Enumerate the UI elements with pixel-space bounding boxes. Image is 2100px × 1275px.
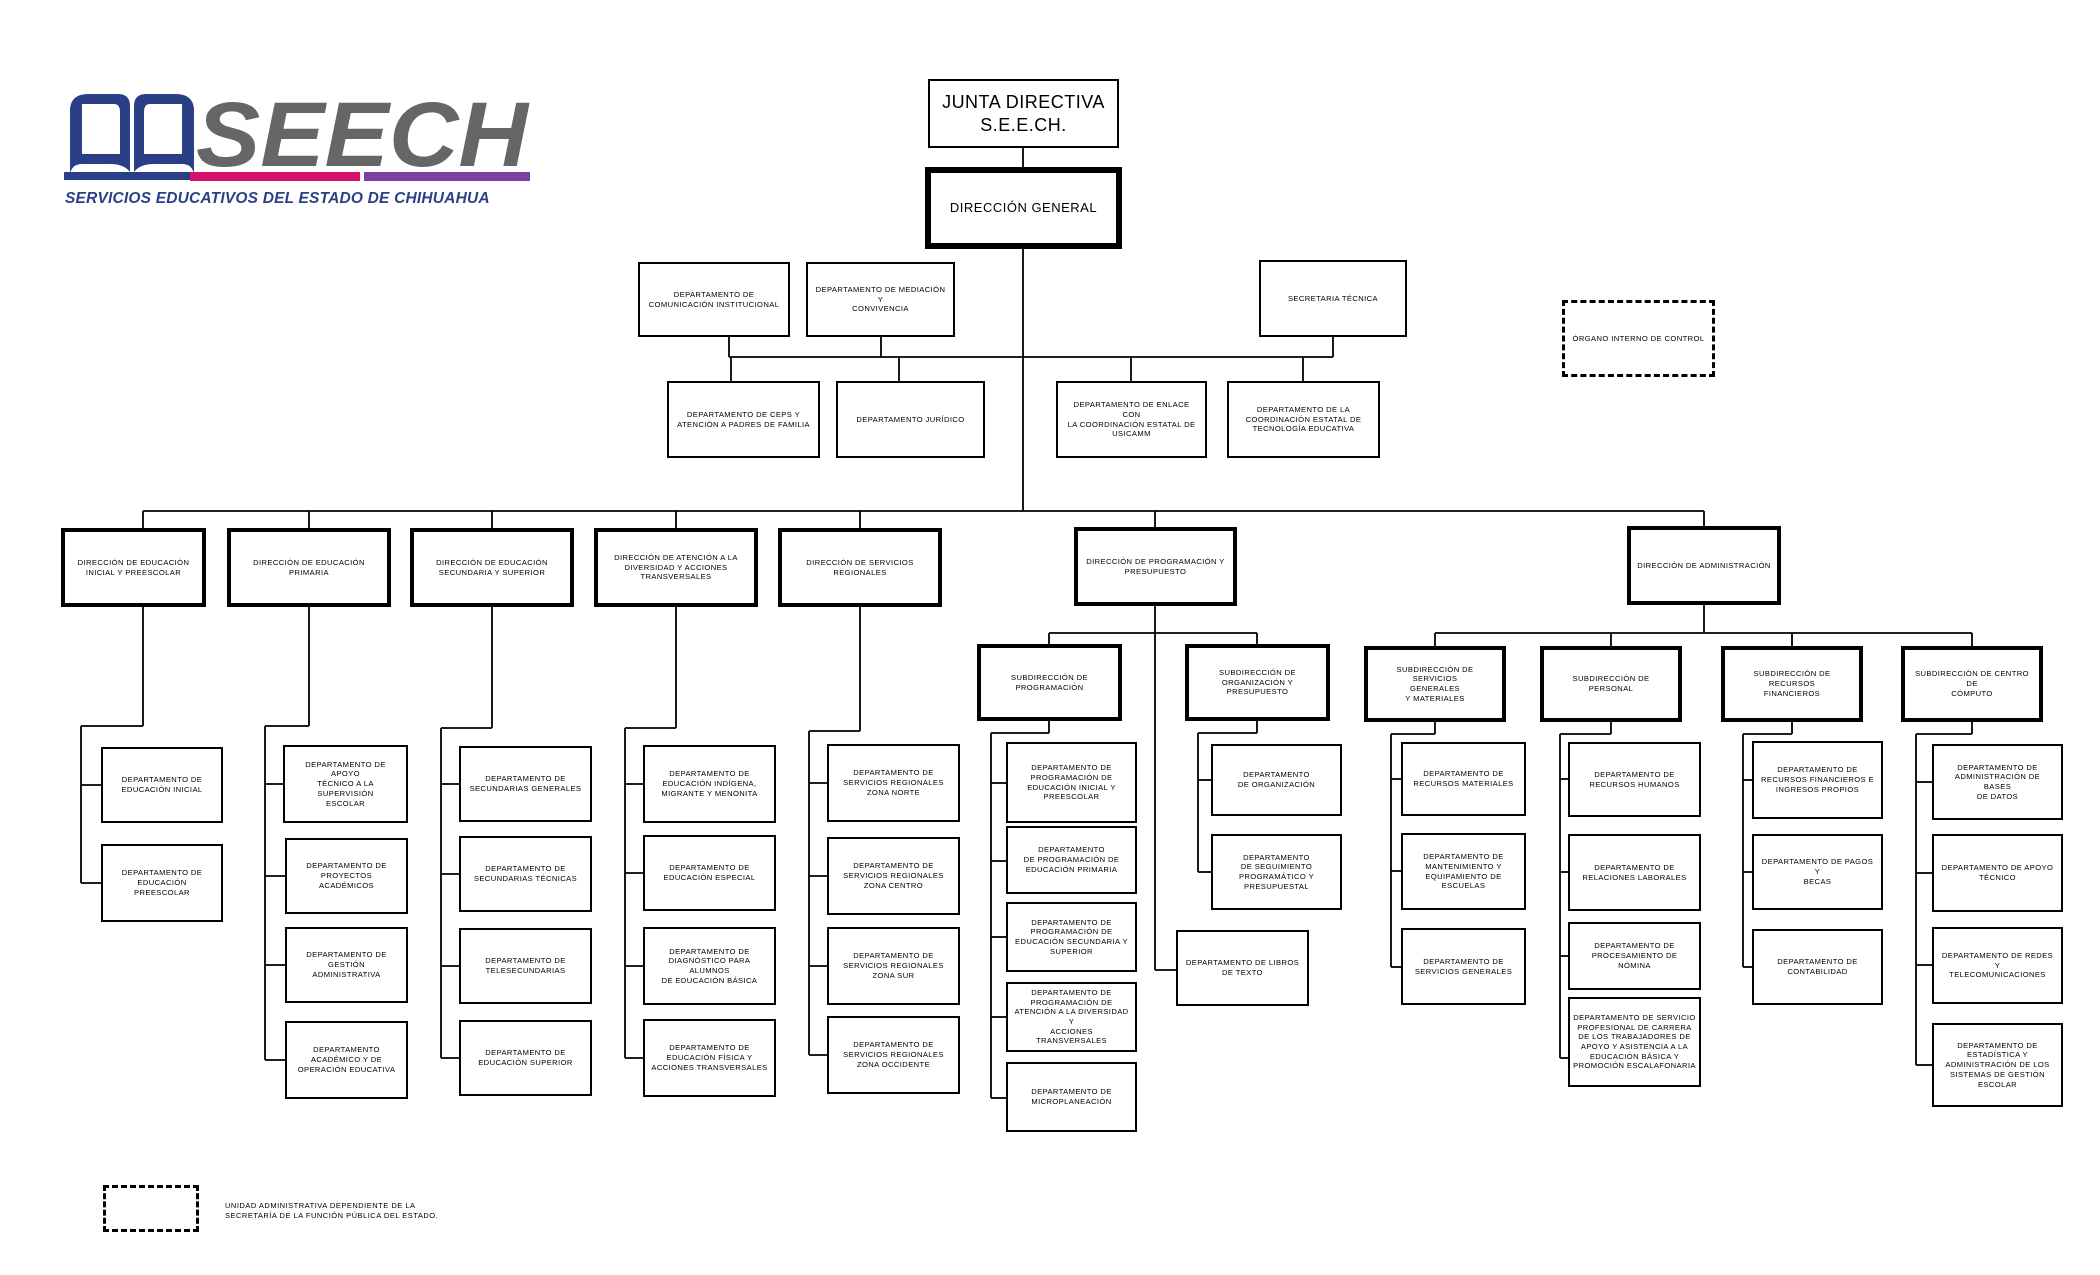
sub-centro-computo-box: SUBDIRECCIÓN DE CENTRO DE CÓMPUTO <box>1901 646 2043 722</box>
dept-contabilidad-box: DEPARTAMENTO DE CONTABILIDAD <box>1752 929 1883 1005</box>
dept-prog-diversidad-box: DEPARTAMENTO DE PROGRAMACIÓN DE ATENCIÓN… <box>1006 982 1137 1052</box>
seech-logo: SEECH <box>64 88 531 186</box>
dept-secundarias-tecnicas-box: DEPARTAMENTO DE SECUNDARIAS TÉCNICAS <box>459 836 592 912</box>
book-icon <box>64 94 200 180</box>
dept-tecnologia-box: DEPARTAMENTO DE LA COORDINACIÓN ESTATAL … <box>1227 381 1380 458</box>
dept-educacion-superior-box: DEPARTAMENTO DE EDUCACIÓN SUPERIOR <box>459 1020 592 1096</box>
logo-magenta-stripe <box>190 172 360 181</box>
dir-programacion-box: DIRECCIÓN DE PROGRAMACIÓN Y PRESUPUESTO <box>1074 527 1237 606</box>
dept-educacion-especial-box: DEPARTAMENTO DE EDUCACIÓN ESPECIAL <box>643 835 776 911</box>
dept-comunicacion-box: DEPARTAMENTO DE COMUNICACIÓN INSTITUCION… <box>638 262 790 337</box>
junta-directiva-box: JUNTA DIRECTIVA S.E.E.CH. <box>928 79 1119 148</box>
dept-zona-centro-box: DEPARTAMENTO DE SERVICIOS REGIONALES ZON… <box>827 837 960 915</box>
dept-recursos-financieros-box: DEPARTAMENTO DE RECURSOS FINANCIEROS E I… <box>1752 741 1883 819</box>
dir-secundaria-superior-box: DIRECCIÓN DE EDUCACIÓN SECUNDARIA Y SUPE… <box>410 528 574 607</box>
dept-estadistica-sistemas-box: DEPARTAMENTO DE ESTADÍSTICA Y ADMINISTRA… <box>1932 1023 2063 1107</box>
dir-servicios-regionales-box: DIRECCIÓN DE SERVICIOS REGIONALES <box>778 528 942 607</box>
dept-academico-operacion-box: DEPARTAMENTO ACADÉMICO Y DE OPERACIÓN ED… <box>285 1021 408 1099</box>
dept-zona-norte-box: DEPARTAMENTO DE SERVICIOS REGIONALES ZON… <box>827 744 960 822</box>
dept-microplaneacion-box: DEPARTAMENTO DE MICROPLANEACIÓN <box>1006 1062 1137 1132</box>
sub-organizacion-presupuesto-box: SUBDIRECCIÓN DE ORGANIZACIÓN Y PRESUPUES… <box>1185 644 1330 721</box>
sub-personal-box: SUBDIRECCIÓN DE PERSONAL <box>1540 646 1682 722</box>
dept-ceps-box: DEPARTAMENTO DE CEPS Y ATENCIÓN A PADRES… <box>667 381 820 458</box>
dept-servicios-generales-box: DEPARTAMENTO DE SERVICIOS GENERALES <box>1401 928 1526 1005</box>
dept-educacion-inicial-box: DEPARTAMENTO DE EDUCACIÓN INICIAL <box>101 747 223 823</box>
dept-proyectos-academicos-box: DEPARTAMENTO DE PROYECTOS ACADÉMICOS <box>285 838 408 914</box>
sub-servicios-generales-box: SUBDIRECCIÓN DE SERVICIOS GENERALES Y MA… <box>1364 646 1506 722</box>
dept-zona-sur-box: DEPARTAMENTO DE SERVICIOS REGIONALES ZON… <box>827 927 960 1005</box>
dept-procesamiento-nomina-box: DEPARTAMENTO DE PROCESAMIENTO DE NÓMINA <box>1568 922 1701 990</box>
dept-seguimiento-programatico-box: DEPARTAMENTO DE SEGUIMIENTO PROGRAMÁTICO… <box>1211 834 1342 910</box>
dept-recursos-materiales-box: DEPARTAMENTO DE RECURSOS MATERIALES <box>1401 742 1526 816</box>
dept-juridico-box: DEPARTAMENTO JURÍDICO <box>836 381 985 458</box>
sub-programacion-box: SUBDIRECCIÓN DE PROGRAMACIÓN <box>977 644 1122 721</box>
sub-recursos-financieros-box: SUBDIRECCIÓN DE RECURSOS FINANCIEROS <box>1721 646 1863 722</box>
dept-diagnostico-alumnos-box: DEPARTAMENTO DE DIAGNÓSTICO PARA ALUMNOS… <box>643 927 776 1005</box>
dir-diversidad-box: DIRECCIÓN DE ATENCIÓN A LA DIVERSIDAD Y … <box>594 528 758 607</box>
dept-relaciones-laborales-box: DEPARTAMENTO DE RELACIONES LABORALES <box>1568 834 1701 911</box>
dept-telesecundarias-box: DEPARTAMENTO DE TELESECUNDARIAS <box>459 928 592 1004</box>
dept-mantenimiento-escuelas-box: DEPARTAMENTO DE MANTENIMIENTO Y EQUIPAMI… <box>1401 833 1526 910</box>
dept-bases-datos-box: DEPARTAMENTO DE ADMINISTRACIÓN DE BASES … <box>1932 744 2063 820</box>
secretaria-tecnica-box: SECRETARIA TÉCNICA <box>1259 260 1407 337</box>
dept-apoyo-tecnico-box: DEPARTAMENTO DE APOYO TÉCNICO <box>1932 834 2063 912</box>
legend-dashed-sample <box>103 1185 199 1232</box>
legend-text: UNIDAD ADMINISTRATIVA DEPENDIENTE DE LA … <box>225 1201 439 1221</box>
dept-usicamm-box: DEPARTAMENTO DE ENLACE CON LA COORDINACI… <box>1056 381 1207 458</box>
dept-secundarias-generales-box: DEPARTAMENTO DE SECUNDARIAS GENERALES <box>459 746 592 822</box>
dir-inicial-preescolar-box: DIRECCIÓN DE EDUCACIÓN INICIAL Y PREESCO… <box>61 528 206 607</box>
dept-recursos-humanos-box: DEPARTAMENTO DE RECURSOS HUMANOS <box>1568 742 1701 817</box>
dept-pagos-becas-box: DEPARTAMENTO DE PAGOS Y BECAS <box>1752 834 1883 910</box>
organo-control-box: ÓRGANO INTERNO DE CONTROL <box>1562 300 1715 377</box>
dept-prog-secundaria-box: DEPARTAMENTO DE PROGRAMACIÓN DE EDUCACIÓ… <box>1006 902 1137 972</box>
logo-purple-stripe <box>364 172 530 181</box>
dept-prog-inicial-preescolar-box: DEPARTAMENTO DE PROGRAMACIÓN DE EDUCACIÓ… <box>1006 742 1137 823</box>
dept-educacion-fisica-box: DEPARTAMENTO DE EDUCACIÓN FÍSICA Y ACCIO… <box>643 1019 776 1097</box>
direccion-general-box: DIRECCIÓN GENERAL <box>925 167 1122 249</box>
dept-educacion-preescolar-box: DEPARTAMENTO DE EDUCACIÓN PREESCOLAR <box>101 844 223 922</box>
dept-libros-texto-box: DEPARTAMENTO DE LIBROS DE TEXTO <box>1176 930 1309 1006</box>
dept-mediacion-box: DEPARTAMENTO DE MEDIACIÓN Y CONVIVENCIA <box>806 262 955 337</box>
dir-administracion-box: DIRECCIÓN DE ADMINISTRACIÓN <box>1627 526 1781 605</box>
logo-word: SEECH <box>196 88 531 186</box>
dir-primaria-box: DIRECCIÓN DE EDUCACIÓN PRIMARIA <box>227 528 391 607</box>
dept-prog-primaria-box: DEPARTAMENTO DE PROGRAMACIÓN DE EDUCACIÓ… <box>1006 826 1137 894</box>
dept-educacion-indigena-box: DEPARTAMENTO DE EDUCACIÓN INDÍGENA, MIGR… <box>643 745 776 823</box>
logo-subtitle: SERVICIOS EDUCATIVOS DEL ESTADO DE CHIHU… <box>65 190 490 207</box>
dept-apoyo-supervision-box: DEPARTAMENTO DE APOYO TÉCNICO A LA SUPER… <box>283 745 408 823</box>
dept-organizacion-box: DEPARTAMENTO DE ORGANIZACIÓN <box>1211 744 1342 816</box>
dept-servicio-profesional-box: DEPARTAMENTO DE SERVICIO PROFESIONAL DE … <box>1568 997 1701 1087</box>
dept-redes-telecomunicaciones-box: DEPARTAMENTO DE REDES Y TELECOMUNICACION… <box>1932 927 2063 1004</box>
dept-gestion-administrativa-box: DEPARTAMENTO DE GESTIÓN ADMINISTRATIVA <box>285 927 408 1003</box>
dept-zona-occidente-box: DEPARTAMENTO DE SERVICIOS REGIONALES ZON… <box>827 1016 960 1094</box>
